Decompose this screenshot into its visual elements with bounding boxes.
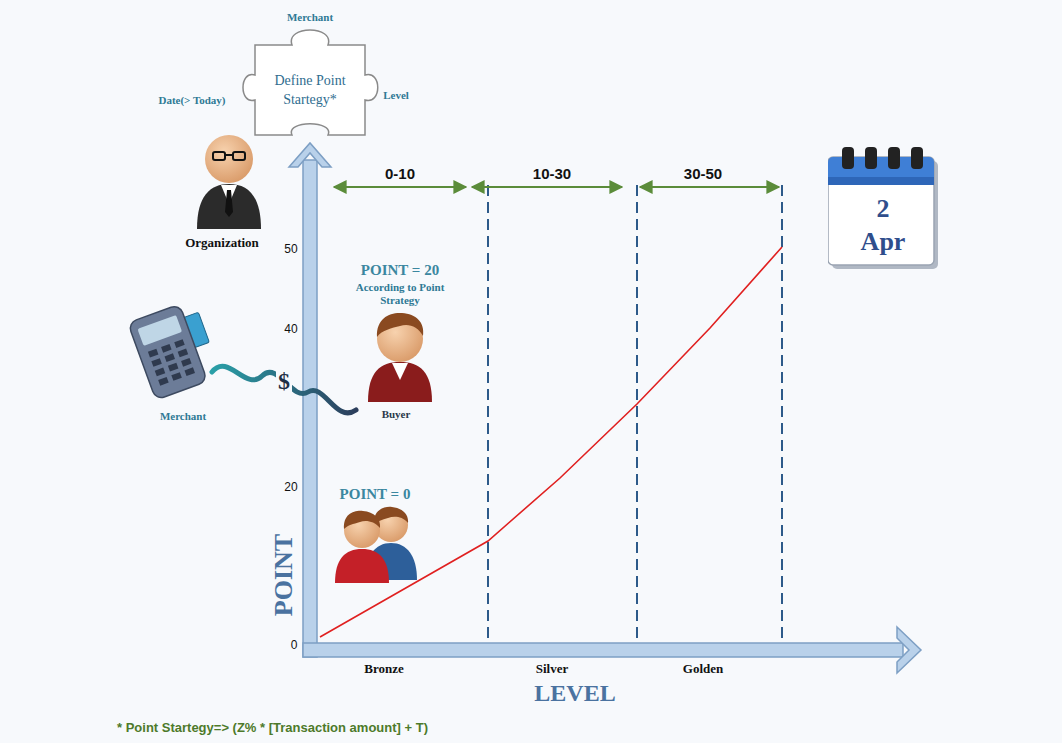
tie: [225, 190, 233, 217]
point-label: POINT = 0: [340, 486, 411, 503]
tick-label: 20: [284, 480, 297, 494]
keypad: [148, 339, 195, 385]
range-label: 0-10: [385, 165, 415, 182]
node-text: Define Point Startegy*: [260, 71, 360, 109]
level-boundaries: [488, 185, 782, 642]
calendar-ring: [911, 147, 923, 169]
actor-label: Merchant: [160, 410, 206, 422]
point-label: POINT = 20: [361, 262, 439, 279]
puzzle-outline: [243, 30, 378, 135]
axis-bar: [303, 643, 903, 657]
category-label: Bronze: [364, 661, 403, 677]
strategy-puzzle: Define Point Startegy*: [240, 25, 380, 155]
axis-head: [897, 627, 921, 673]
tick-label: 0: [291, 638, 298, 652]
category-label: Silver: [536, 661, 569, 677]
currency-symbol: $: [276, 369, 292, 393]
range-label: 10-30: [533, 165, 571, 182]
calendar-box: 2 Apr: [828, 147, 938, 269]
pos-terminal: [128, 299, 222, 400]
buyer-icon: [368, 313, 432, 402]
calendar-page: [828, 157, 934, 265]
axis-bar: [303, 160, 317, 657]
actor-label: Organization: [185, 235, 259, 251]
organization-icon: [197, 135, 261, 229]
dashed-line: [487, 185, 489, 642]
actor-label: Buyer: [382, 408, 411, 420]
calendar-ring: [842, 147, 854, 169]
glasses: [213, 152, 245, 160]
payment-squiggle: [212, 366, 356, 413]
dashed-line: [636, 185, 638, 642]
shirt: [392, 363, 408, 380]
axis-head: [289, 143, 331, 167]
category-label: Golden: [683, 661, 723, 677]
axis-title: LEVEL: [534, 680, 615, 707]
terminal-screen: [137, 315, 182, 346]
range-arrow: [334, 186, 466, 188]
tick-label: 40: [284, 322, 297, 336]
point-curve: [320, 247, 782, 637]
hair: [344, 511, 380, 529]
range-label: 30-50: [684, 165, 722, 182]
dashed-line: [781, 185, 783, 642]
axis-title: POINT: [269, 534, 299, 616]
range-arrows: [334, 186, 779, 188]
calendar-ring: [865, 147, 877, 169]
footnote: * Point Startegy=> (Z% * [Transaction am…: [117, 720, 428, 735]
tick-label: 50: [284, 242, 297, 256]
hair: [377, 313, 423, 337]
puzzle-label: Level: [383, 89, 409, 101]
note-label: According to Point Strategy: [354, 281, 446, 307]
head: [205, 135, 253, 183]
range-arrow: [640, 186, 779, 188]
range-arrow: [472, 186, 622, 188]
suit: [197, 184, 261, 229]
puzzle-shape: [240, 25, 380, 155]
terminal-body: [128, 304, 208, 400]
puzzle-label: Date(> Today): [158, 94, 225, 106]
suit: [368, 362, 432, 402]
suit: [335, 549, 389, 583]
node-text: 2 Apr: [856, 192, 910, 258]
calendar-ring: [888, 147, 900, 169]
members-icon: [335, 507, 417, 583]
calendar-band-edge: [828, 177, 934, 185]
puzzle-label: Merchant: [287, 11, 333, 23]
